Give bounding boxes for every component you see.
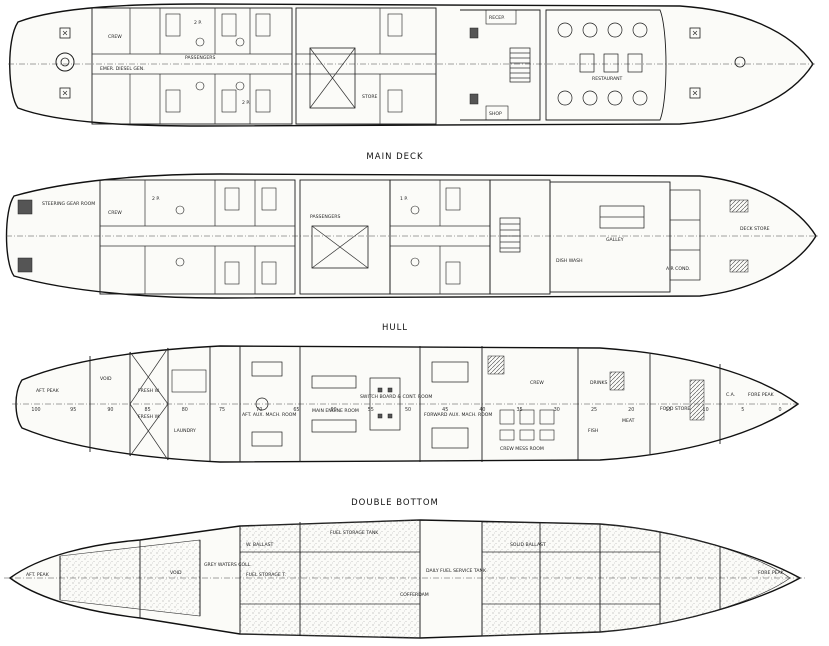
heading-main-deck: MAIN DECK [366, 152, 423, 162]
label-deck-store: DECK STORE [740, 226, 770, 232]
label-galley: GALLEY [606, 237, 624, 243]
upper-deck-plan: CREW EMER. DIESEL GEN. PASSENGERS STORE … [8, 3, 815, 127]
hatch-icon [59, 27, 71, 39]
hull-plan: AFT. PEAK VOID FRESH W. FRESH W. LAUNDRY… [12, 345, 800, 463]
frame-number-label: 90 [107, 407, 113, 413]
label-aft-aux-mach-room: AFT. AUX. MACH. ROOM [242, 412, 296, 418]
label-shop: SHOP [489, 111, 502, 117]
frame-number-label: 85 [145, 407, 151, 413]
label-fuel-storage-t: FUEL STORAGE T. [246, 572, 286, 578]
label-passengers: PASSENGERS [310, 214, 340, 220]
label-void: VOID [100, 376, 112, 382]
main-deck-hull-outline [5, 173, 817, 299]
label-steering-gear-room: STEERING GEAR ROOM [42, 201, 95, 207]
label-store: STORE [362, 94, 378, 100]
label-crew: CREW [108, 34, 122, 40]
capstan-icon [55, 52, 75, 72]
upper-deck-beds [165, 13, 403, 113]
heading-double-bottom: DOUBLE BOTTOM [351, 498, 439, 508]
label-aft-peak: AFT. PEAK [36, 388, 60, 394]
hull-outline [15, 345, 800, 463]
label-drinks: DRINKS [590, 380, 608, 386]
frame-number-label: 95 [70, 407, 76, 413]
frame-number-label: 10 [703, 407, 709, 413]
label-ca: C.A. [726, 392, 735, 398]
windlass-icon [734, 56, 746, 68]
label-daily-fuel-service-tank: DAILY FUEL SERVICE TANK [426, 568, 487, 574]
frame-number-label: 0 [778, 407, 781, 413]
double-bottom-plan: AFT. PEAK W. BALLAST VOID GREY WATERS CO… [4, 519, 805, 639]
restaurant-tables [557, 22, 648, 106]
label-fore-peak: FORE PEAK [748, 392, 775, 398]
label-cabin: 2 P. [242, 100, 250, 106]
frame-number-label: 30 [554, 407, 560, 413]
label-passengers: PASSENGERS [185, 55, 215, 61]
label-fore-peak: FORE PEAK [758, 570, 785, 576]
fuel-storage-region [239, 519, 421, 639]
hatch-icon [689, 27, 701, 39]
label-solid-ballast: SOLID BALLAST [510, 542, 546, 548]
frame-number-label: 35 [517, 407, 523, 413]
frame-number-label: 70 [256, 407, 262, 413]
label-void: VOID [170, 570, 182, 576]
frame-number-label: 65 [293, 407, 299, 413]
upper-deck-hull-outline [9, 3, 814, 127]
label-meat: MEAT [622, 418, 635, 424]
label-food-store: FOOD STORE [660, 406, 690, 412]
label-emer-diesel-gen: EMER. DIESEL GEN. [100, 66, 145, 72]
label-air-cond: AIR COND. [666, 266, 690, 272]
crew-mess-furniture [487, 355, 555, 441]
label-dish-wash: DISH WASH [556, 258, 583, 264]
label-crew: CREW [530, 380, 544, 386]
frame-number-label: 5 [741, 407, 744, 413]
label-fresh-water-tank: FRESH W. [138, 414, 160, 420]
frame-number-label: 55 [368, 407, 374, 413]
frame-number-label: 100 [31, 407, 40, 413]
solid-ballast-region [481, 521, 791, 637]
label-laundry: LAUNDRY [174, 428, 196, 434]
staircase-icon [499, 217, 521, 253]
frame-number-label: 75 [219, 407, 225, 413]
label-fuel-storage-tank: FUEL STORAGE TANK [330, 530, 379, 536]
label-fish: FISH [588, 428, 598, 434]
main-deck-beds [175, 187, 461, 285]
frame-number-label: 50 [405, 407, 411, 413]
label-main-engine-room: MAIN ENGINE ROOM [312, 408, 359, 414]
label-aft-peak: AFT. PEAK [26, 572, 50, 578]
heading-hull: HULL [382, 323, 408, 333]
label-grey-waters-coll: GREY WATERS COLL. [204, 562, 252, 568]
engine-room-machinery [251, 361, 469, 449]
frame-number-label: 45 [442, 407, 448, 413]
label-fresh-water-tank: FRESH W. [138, 388, 160, 394]
label-cabin: 2 P. [194, 20, 202, 26]
main-deck-plan: STEERING GEAR ROOM CREW PASSENGERS GALLE… [5, 173, 818, 299]
label-forward-aux-mach-room: FORWARD AUX. MACH. ROOM [424, 412, 492, 418]
frame-number-label: 80 [182, 407, 188, 413]
frame-number-label: 60 [331, 407, 337, 413]
restaurant-area [545, 9, 667, 121]
frame-number-label: 25 [591, 407, 597, 413]
label-switch-board: SWITCH BOARD & CONT. ROOM [360, 394, 432, 400]
label-cofferdam: COFFERDAM [400, 592, 429, 598]
label-water-ballast: W. BALLAST [246, 542, 274, 548]
label-cabin: 2 P. [152, 196, 160, 202]
label-recep: RECEP. [489, 15, 505, 21]
label-crew: CREW [108, 210, 122, 216]
staircase-icon [509, 47, 531, 83]
upper-deck-mid-cabins [295, 7, 437, 125]
main-deck-aft-cabins [99, 179, 296, 295]
hatch-icon [689, 87, 701, 99]
frame-number-label: 20 [628, 407, 634, 413]
label-restaurant: RESTAURANT [592, 76, 623, 82]
hatch-icon [59, 87, 71, 99]
label-cabin: 1 P. [400, 196, 408, 202]
upper-deck-aft-cabins [91, 7, 293, 125]
frame-number-label: 15 [665, 407, 671, 413]
frame-number-label: 40 [479, 407, 485, 413]
label-crew-mess-room: CREW MESS ROOM [500, 446, 544, 452]
